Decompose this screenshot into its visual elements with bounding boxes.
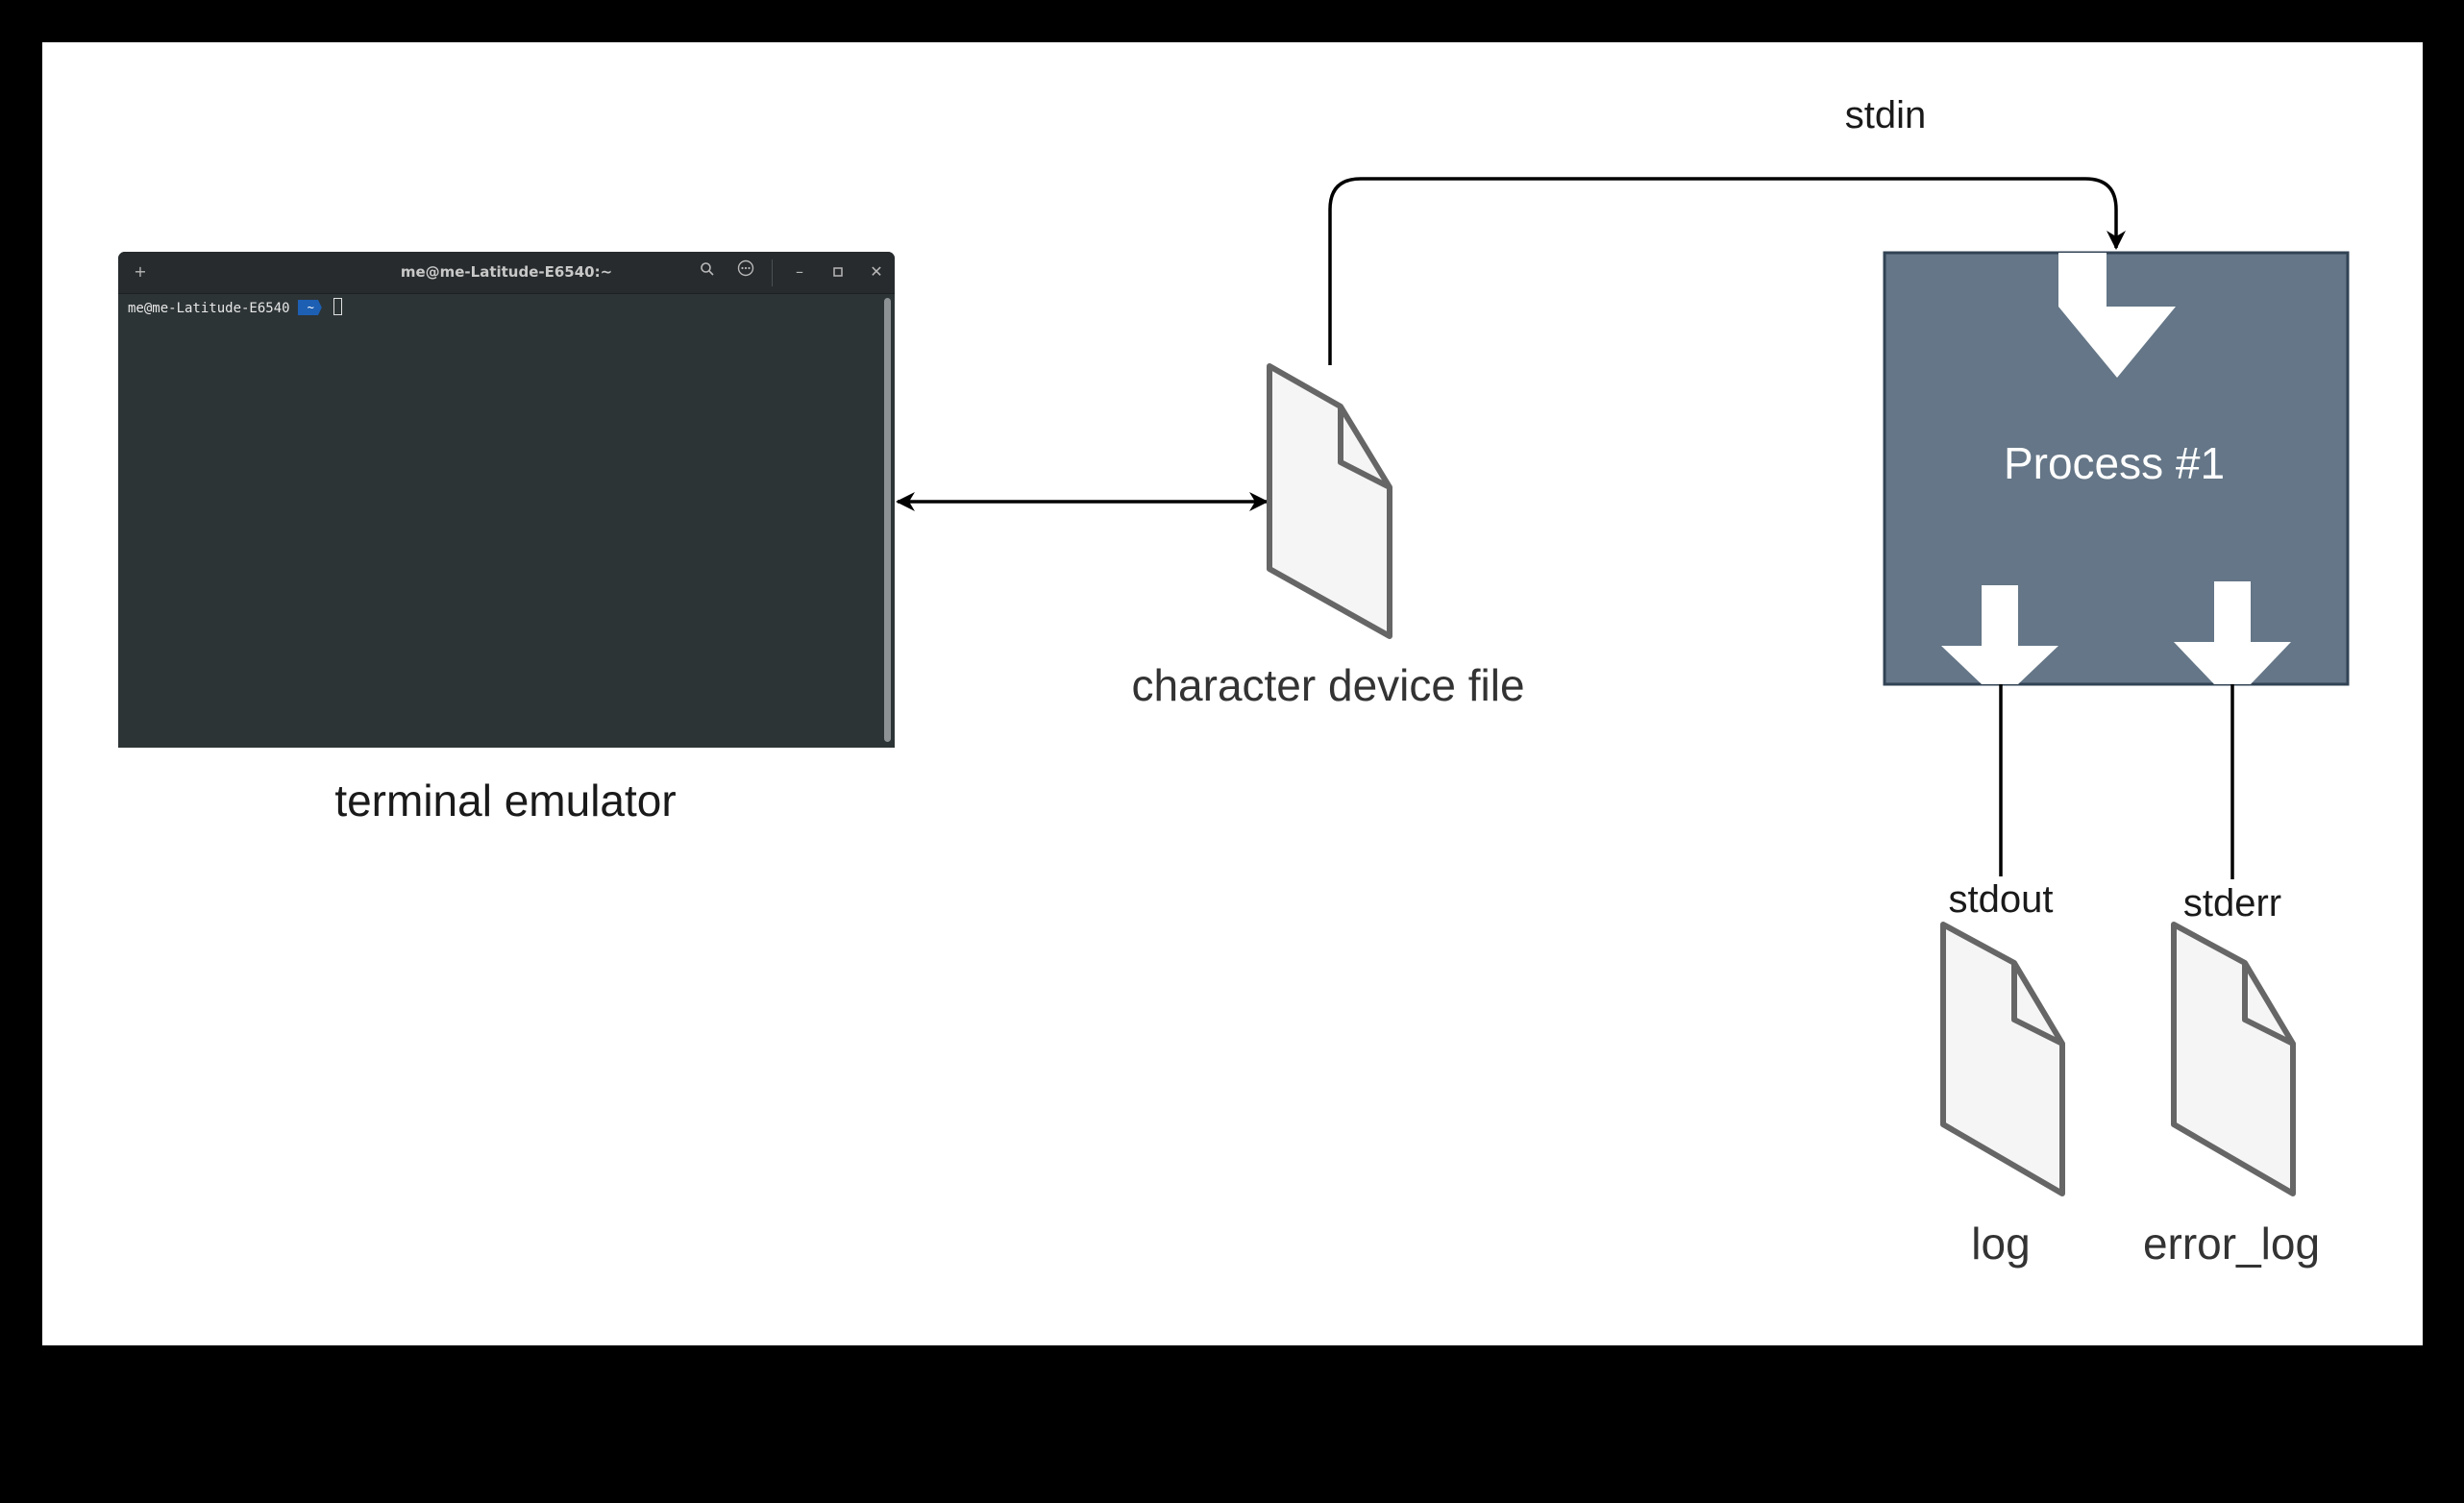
plus-icon[interactable]: +	[134, 262, 147, 281]
device-file-caption: character device file	[1131, 660, 1525, 710]
stdout-label: stdout	[1948, 878, 2054, 921]
prompt-dir: ~	[297, 300, 322, 315]
stderr-label: stderr	[2182, 882, 2282, 924]
close-icon[interactable]: ✕	[870, 262, 883, 281]
stderr-process-arrow	[2174, 581, 2291, 684]
terminal-cursor	[333, 298, 342, 315]
terminal-prompt[interactable]: me@me-Latitude-E6540 ~	[128, 298, 342, 317]
log-caption: log	[1971, 1219, 2031, 1269]
terminal-scrollbar[interactable]	[884, 298, 891, 742]
stdin-connector	[1328, 177, 2126, 365]
stdout-process-arrow	[1941, 585, 2058, 684]
maximize-icon[interactable]	[825, 259, 850, 284]
log-file-icon	[1940, 922, 2065, 1196]
terminal-caption: terminal emulator	[334, 776, 677, 825]
titlebar-separator	[772, 259, 773, 286]
process-label: Process #1	[2003, 438, 2226, 488]
minimize-icon[interactable]: –	[796, 262, 803, 281]
terminal-title: me@me-Latitude-E6540:~	[400, 263, 613, 281]
error-log-caption: error_log	[2142, 1219, 2321, 1269]
error-log-file-icon	[2171, 922, 2296, 1196]
terminal-window[interactable]: + me@me-Latitude-E6540:~ – ✕ me@me-Latit…	[118, 252, 895, 748]
character-device-file-icon	[1267, 363, 1392, 639]
prompt-host: me@me-Latitude-E6540	[128, 301, 290, 316]
more-icon[interactable]	[733, 259, 758, 284]
stdin-process-arrow	[2058, 253, 2176, 378]
stdin-label: stdin	[1844, 94, 1927, 136]
terminal-titlebar[interactable]: + me@me-Latitude-E6540:~ – ✕	[118, 252, 895, 294]
search-icon[interactable]	[695, 259, 720, 284]
